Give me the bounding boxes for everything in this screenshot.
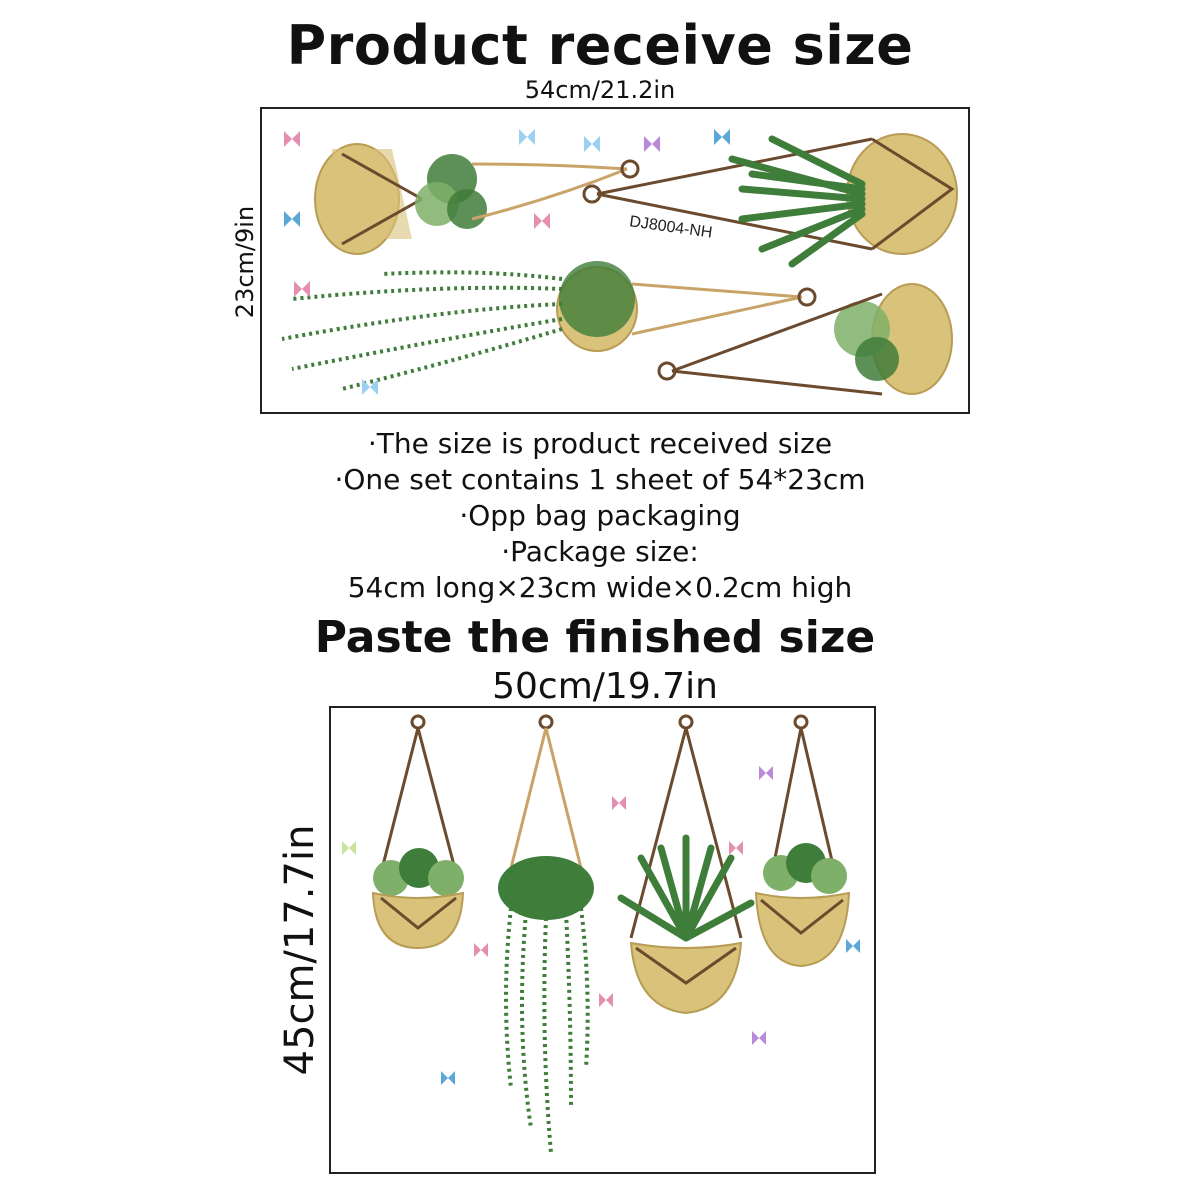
butterfly-icon	[759, 766, 773, 780]
butterfly-icon	[752, 1031, 766, 1045]
sticker-sheet-illustration	[281, 129, 958, 396]
butterfly-icon	[342, 841, 356, 855]
info-line: ·Opp bag packaging	[459, 499, 741, 532]
butterfly-icon	[284, 131, 300, 147]
hanging-pot-succulent-1	[314, 143, 640, 255]
finished-size-title: Paste the finished size	[314, 612, 876, 663]
butterfly-icon	[846, 939, 860, 953]
butterfly-icon	[474, 943, 488, 957]
product-info-list: ·The size is product received size ·One …	[0, 426, 1200, 606]
butterfly-icon	[519, 129, 535, 145]
finished-height-label: 45cm/17.7in	[277, 824, 323, 1076]
product-receive-size-title: Product receive size	[286, 14, 914, 77]
butterfly-icon	[294, 281, 310, 297]
hanging-pot-aloe	[582, 133, 958, 268]
info-line: ·The size is product received size	[367, 427, 833, 460]
sheet-height-label: 23cm/9in	[231, 205, 259, 319]
hanging-pot-succulent-1	[371, 714, 465, 950]
sheet-width-label: 54cm/21.2in	[524, 76, 676, 104]
butterfly-icon	[599, 993, 613, 1007]
butterfly-icon	[362, 379, 378, 395]
hanging-pot-succulent-2	[657, 283, 953, 396]
info-line: 54cm long×23cm wide×0.2cm high	[347, 571, 853, 604]
butterfly-icon	[644, 136, 660, 152]
finished-wall-preview	[329, 706, 876, 1174]
info-line: ·One set contains 1 sheet of 54*23cm	[334, 463, 866, 496]
butterfly-icon	[584, 136, 600, 152]
hanging-pot-string-of-pearls	[498, 714, 594, 1154]
finished-wall-illustration	[342, 714, 860, 1154]
butterfly-icon	[441, 1071, 455, 1085]
butterfly-icon	[284, 211, 300, 227]
hanging-pot-succulent-2	[754, 714, 851, 968]
sticker-sheet-preview: DJ8004-NH	[260, 107, 970, 414]
butterfly-icon	[534, 213, 550, 229]
hanging-pot-string-of-pearls	[281, 261, 817, 391]
hanging-pot-aloe	[617, 714, 755, 1015]
butterfly-icon	[714, 129, 730, 145]
butterfly-icon	[729, 841, 743, 855]
info-line: ·Package size:	[501, 535, 699, 568]
finished-width-label: 50cm/19.7in	[492, 666, 718, 707]
butterfly-icon	[612, 796, 626, 810]
